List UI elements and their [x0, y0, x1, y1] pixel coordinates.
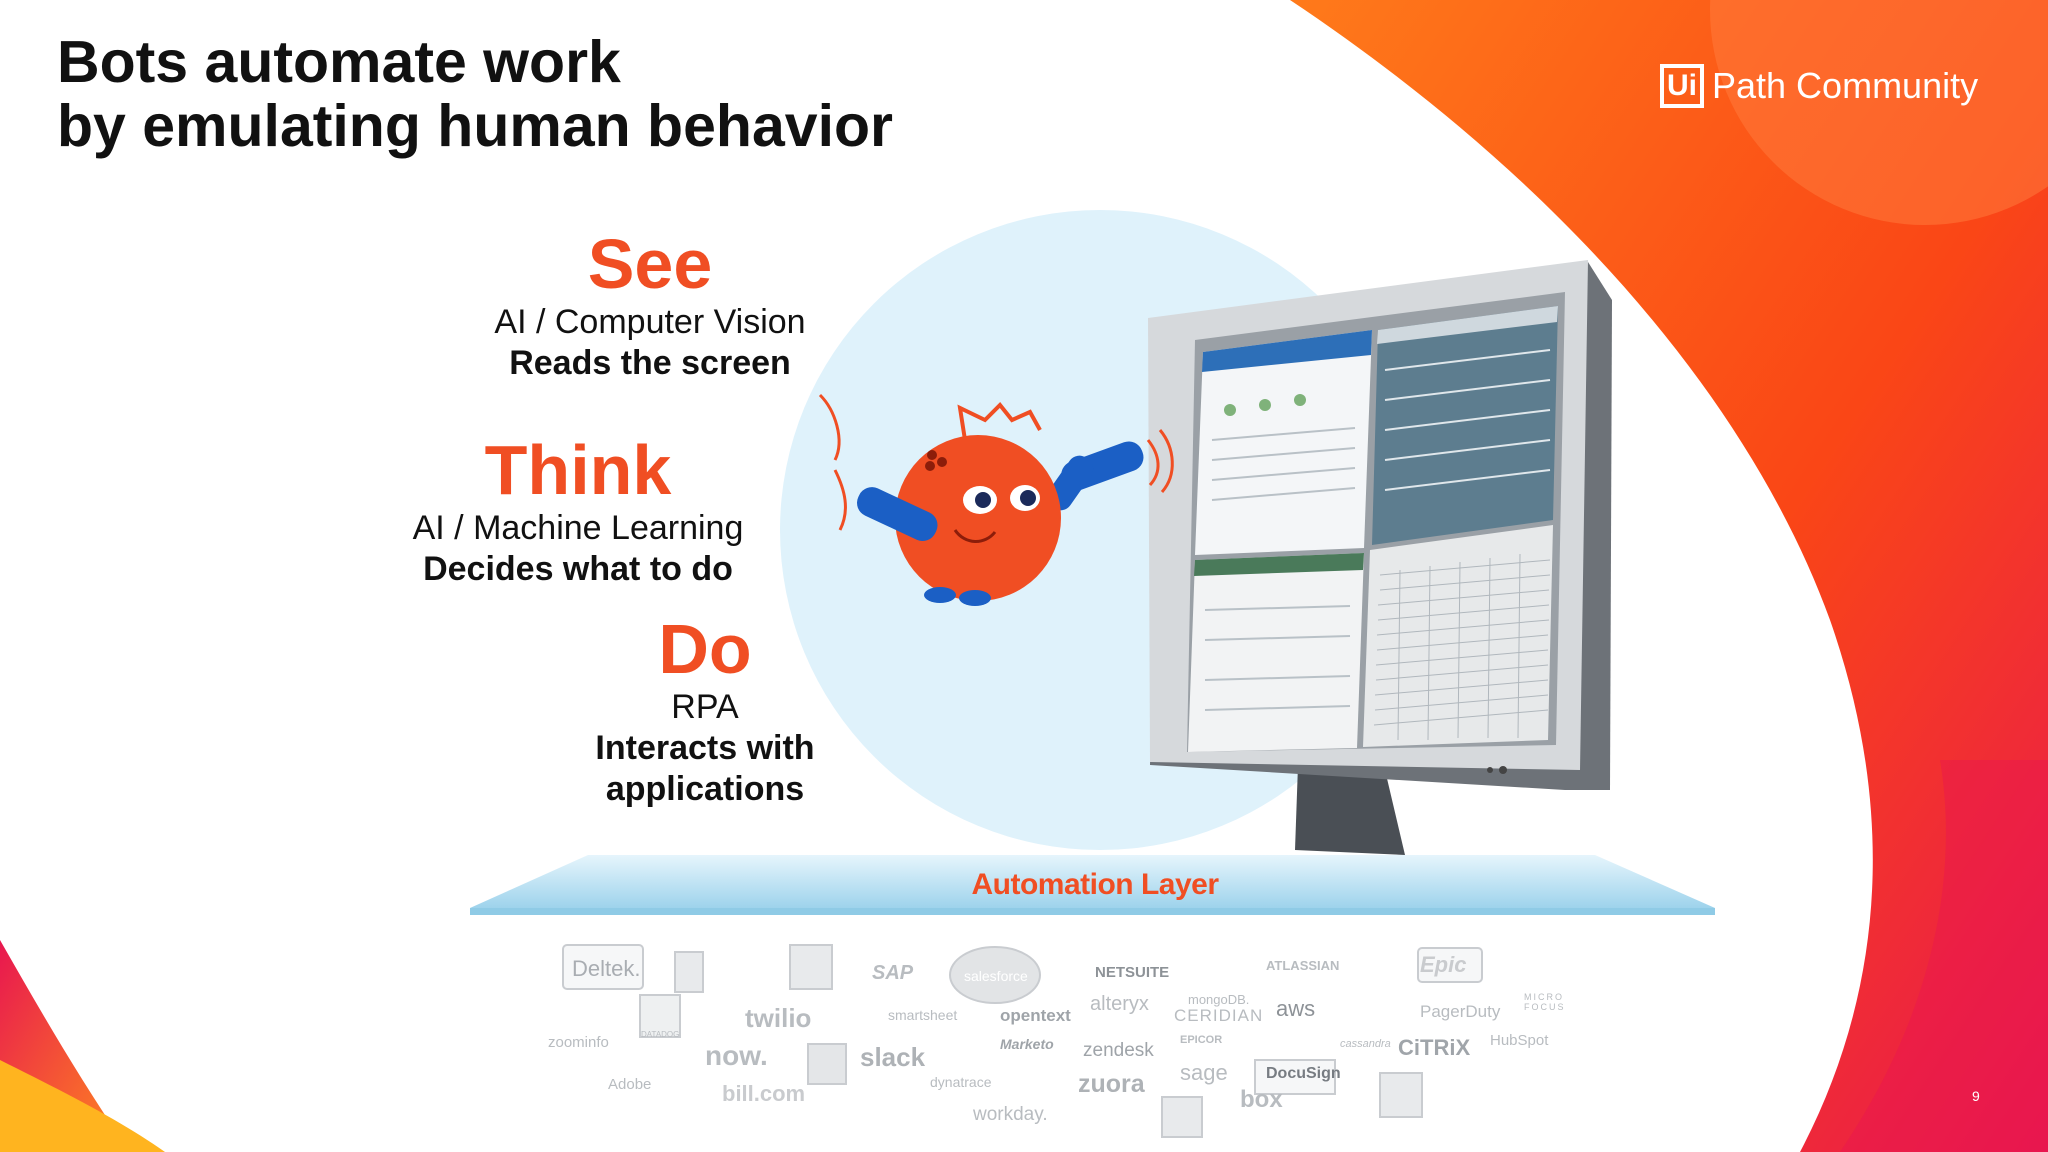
logo-netsuite: NETSUITE	[1095, 964, 1170, 981]
see-subtitle: AI / Computer Vision	[494, 303, 806, 341]
logo-salesforce: salesforce	[964, 968, 1028, 984]
brand-mark: Ui	[1660, 64, 1704, 108]
corner-highlight-circle	[1710, 0, 2048, 225]
brand-text: Path Community	[1712, 65, 1979, 106]
page-number: 9	[1972, 1088, 1980, 1104]
logo-tiles	[562, 944, 1483, 1138]
microfocus-line-1: MICRO	[1524, 992, 1564, 1002]
logo-bill: bill.com	[722, 1081, 806, 1106]
logo-atlassian: ATLASSIAN	[1266, 958, 1340, 973]
do-heading: Do	[658, 610, 752, 688]
title-line-1: Bots automate work	[57, 29, 621, 95]
logo-microfocus: MICRO FOCUS	[1524, 992, 1566, 1012]
logo-aws: aws	[1276, 996, 1316, 1021]
logo-epicor: EPICOR	[1180, 1034, 1223, 1046]
do-description-line-1: Interacts with	[595, 729, 815, 767]
logo-citrix: CiTRiX	[1398, 1035, 1471, 1060]
logo-slack: slack	[860, 1042, 926, 1072]
logo-zendesk: zendesk	[1083, 1040, 1154, 1061]
logo-docusign: DocuSign	[1266, 1065, 1341, 1082]
logo-smartsheet: smartsheet	[888, 1007, 958, 1023]
logo-marketo: Marketo	[1000, 1036, 1054, 1052]
see-description: Reads the screen	[509, 344, 791, 382]
automation-layer-label: Automation Layer	[971, 868, 1219, 901]
see-heading: See	[587, 225, 713, 303]
logo-opentext: opentext	[1000, 1006, 1071, 1025]
logo-zoominfo: zoominfo	[548, 1034, 609, 1051]
slide-title: Bots automate work by emulating human be…	[57, 30, 893, 158]
monitor	[1148, 260, 1612, 855]
logo-box: box	[1240, 1086, 1283, 1113]
logo-zuora: zuora	[1078, 1070, 1145, 1098]
logo-sage: sage	[1180, 1060, 1228, 1085]
think-subtitle: AI / Machine Learning	[412, 509, 744, 547]
logo-hubspot: HubSpot	[1490, 1032, 1549, 1049]
logo-twilio: twilio	[745, 1003, 812, 1033]
logo-sap: SAP	[872, 962, 914, 984]
logo-dynatrace: dynatrace	[930, 1074, 992, 1090]
step-think: Think AI / Machine Learning Decides what…	[398, 432, 758, 590]
automation-platform	[470, 855, 1715, 915]
logo-alteryx: alteryx	[1090, 993, 1149, 1015]
logo-ceridian: CERIDIAN	[1174, 1006, 1264, 1025]
logo-workday: workday.	[973, 1104, 1048, 1125]
title-line-2: by emulating human behavior	[57, 93, 893, 159]
logo-now: now.	[705, 1040, 768, 1071]
step-see: See AI / Computer Vision Reads the scree…	[470, 226, 830, 384]
logo-datadog: DATADOG	[641, 1030, 680, 1039]
microfocus-line-2: FOCUS	[1524, 1002, 1566, 1012]
logo-cassandra: cassandra	[1340, 1038, 1391, 1050]
logo-epic: Epic	[1420, 952, 1467, 977]
robot-mascot	[818, 393, 1174, 606]
logo-adobe: Adobe	[608, 1076, 652, 1093]
think-heading: Think	[484, 431, 672, 509]
logo-deltek: Deltek.	[572, 956, 641, 981]
corner-swoosh-top-right	[1290, 0, 2048, 1152]
think-description: Decides what to do	[423, 550, 733, 588]
uipath-community-logo: Ui Path Community	[1660, 60, 1978, 112]
step-do: Do RPA Interacts with applications	[555, 611, 855, 810]
logo-mongodb: mongoDB.	[1188, 992, 1250, 1007]
logo-pagerduty: PagerDuty	[1420, 1002, 1501, 1021]
do-description-line-2: applications	[605, 770, 805, 808]
do-subtitle: RPA	[671, 688, 739, 726]
